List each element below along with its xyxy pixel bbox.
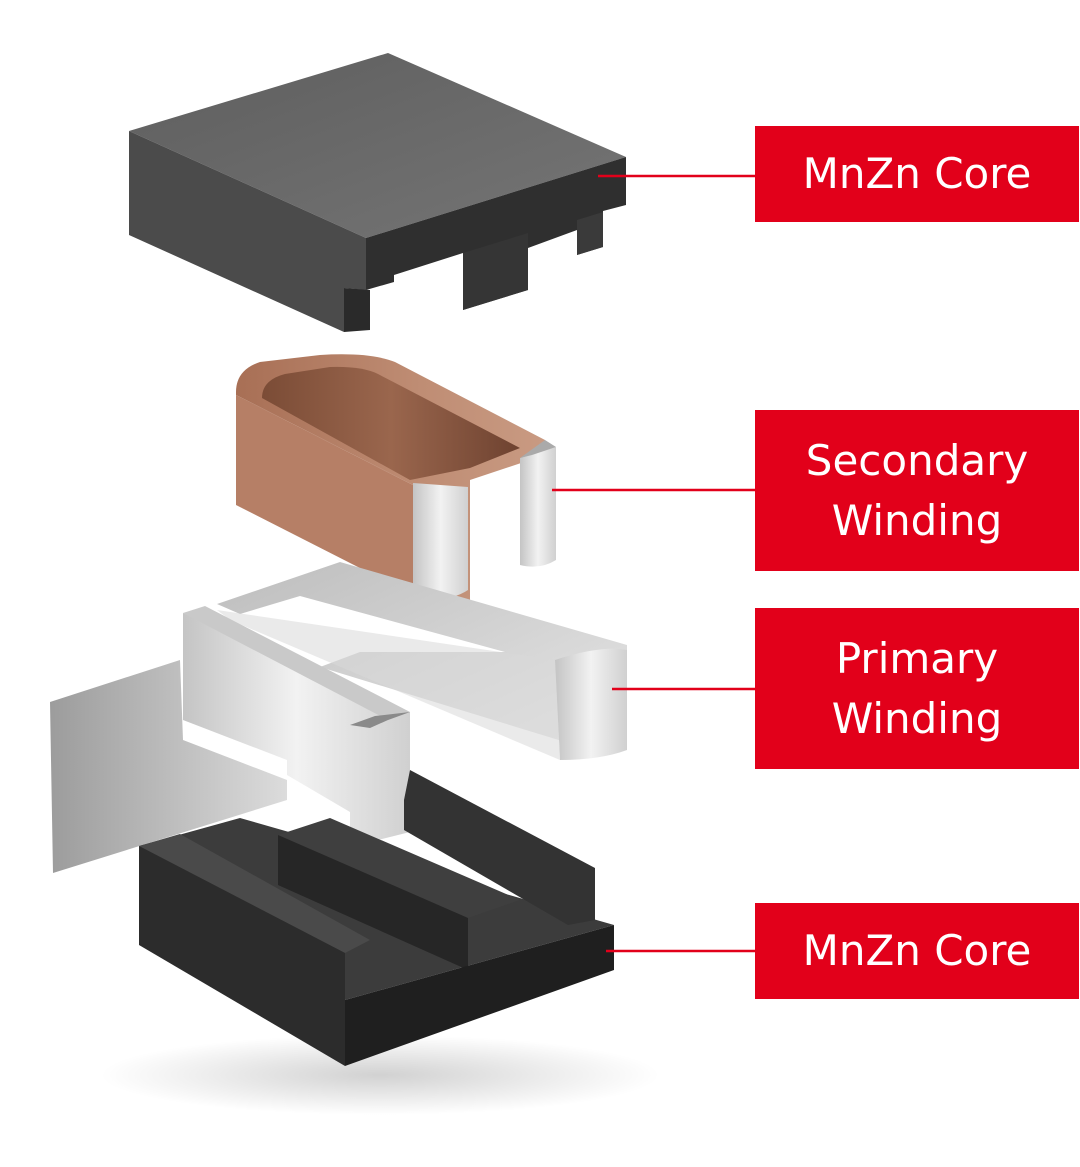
callout-primary-line2: Winding [831, 693, 1003, 743]
callout-primary-winding: Primary Winding [755, 608, 1079, 769]
top-core-shape [129, 53, 626, 332]
bottom-core-shape [139, 770, 614, 1066]
secondary-winding-shape [236, 354, 556, 600]
callout-secondary-winding: Secondary Winding [755, 410, 1079, 571]
callout-top-core-label: MnZn Core [802, 149, 1032, 198]
callout-bottom-core-label: MnZn Core [802, 926, 1032, 975]
terminal-plate-shape [50, 660, 287, 873]
callout-primary-line1: Primary [835, 633, 999, 683]
floor-shadow [100, 1035, 660, 1115]
primary-winding-shape [183, 562, 627, 842]
callout-secondary-line2: Winding [831, 495, 1003, 545]
callout-top-core: MnZn Core [755, 126, 1079, 222]
callout-bottom-core: MnZn Core [755, 903, 1079, 999]
callout-secondary-line1: Secondary [805, 435, 1029, 485]
